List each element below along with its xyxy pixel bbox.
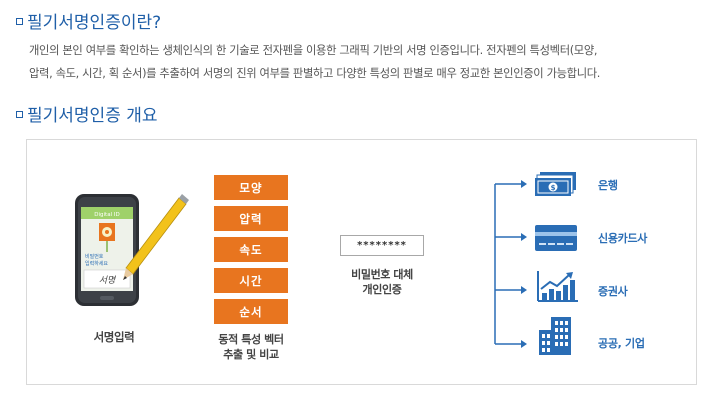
category-label-bank: 은행 <box>598 179 618 192</box>
category-label-securities: 증권사 <box>598 285 628 298</box>
money-icon: $ <box>534 171 578 197</box>
arrow-head-icon <box>521 233 527 241</box>
feature-box-speed: 속도 <box>214 237 288 262</box>
phone-screen-header: Digital ID <box>94 212 119 218</box>
features-caption-line2: 추출 및 비교 <box>223 348 279 361</box>
phone-signature-field <box>83 269 131 289</box>
phone-signature-text: 서명 <box>99 275 116 286</box>
building-icon <box>537 316 579 356</box>
password-caption-line1: 비밀번호 대체 <box>351 268 413 281</box>
feature-box-pressure: 압력 <box>214 206 288 231</box>
intro-line: 압력, 속도, 시간, 획 순서)를 추출하여 서명의 진위 여부를 판별하고 … <box>29 67 601 80</box>
square-bullet-icon <box>16 111 23 118</box>
password-mask-box: ******** <box>340 235 424 256</box>
section-title-text: 필기서명인증이란? <box>27 13 162 33</box>
section-title-what-is: 필기서명인증이란? <box>16 8 161 33</box>
intro-line: 개인의 본인 여부를 확인하는 생체인식의 한 기술로 전자펜을 이용한 그래픽… <box>29 44 598 57</box>
svg-text:$: $ <box>551 184 556 192</box>
phone-signature-illustration: Digital ID 비밀번호 입력하세요 서명 <box>73 192 193 307</box>
feature-box-shape: 모양 <box>214 175 288 200</box>
intro-paragraph: 개인의 본인 여부를 확인하는 생체인식의 한 기술로 전자펜을 이용한 그래픽… <box>29 39 709 85</box>
category-label-card: 신용카드사 <box>598 232 648 245</box>
stock-chart-icon <box>536 271 578 303</box>
pencil-icon <box>123 194 189 280</box>
credit-card-icon <box>534 224 578 252</box>
section-title-text: 필기서명인증 개요 <box>27 106 158 126</box>
category-label-public-enterprise: 공공, 기업 <box>598 337 645 350</box>
password-caption-line2: 개인인증 <box>362 283 402 296</box>
arrow-head-icon <box>521 340 527 348</box>
features-caption-line1: 동적 특성 벡터 <box>218 333 284 346</box>
phone-prompt-line1: 비밀번호 <box>85 253 104 260</box>
feature-box-order: 순서 <box>214 299 288 324</box>
phone-prompt-line2: 입력하세요 <box>85 260 108 267</box>
arrow-head-icon <box>521 180 527 188</box>
square-bullet-icon <box>16 18 23 25</box>
feature-box-time: 시간 <box>214 268 288 293</box>
overview-diagram-panel: Digital ID 비밀번호 입력하세요 서명 서명입력 모양 압력 속도 시… <box>26 139 697 385</box>
signature-input-label: 서명입력 <box>93 330 135 344</box>
section-title-overview: 필기서명인증 개요 <box>16 101 158 126</box>
arrow-head-icon <box>521 286 527 294</box>
branch-arrows <box>487 176 527 351</box>
